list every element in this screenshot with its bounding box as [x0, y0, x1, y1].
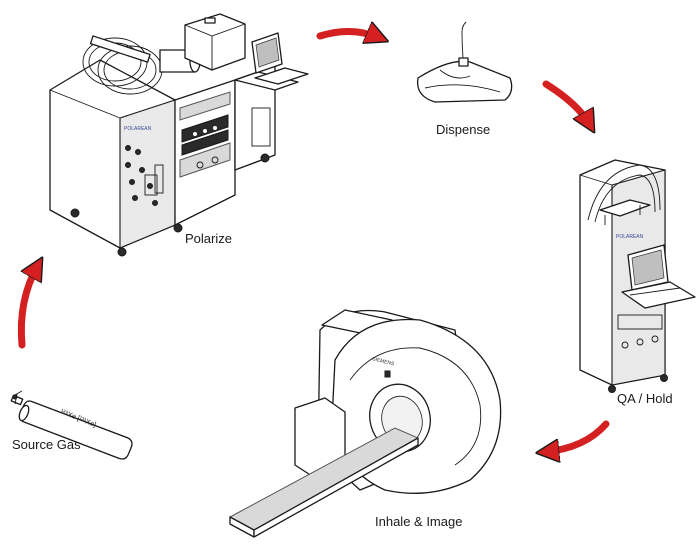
inhale-image-label: Inhale & Image: [375, 514, 462, 529]
arrow-qa-to-imaging: [545, 420, 610, 452]
arrow-source-to-polarize: [17, 265, 38, 349]
mri-scanner: SIEMENS: [228, 309, 502, 538]
polarizer-knobs: [125, 145, 164, 206]
arrow-polarize-to-dispense: [316, 31, 380, 38]
polarizer-monitor: [251, 32, 309, 85]
flow-arrows: [17, 31, 610, 452]
dispense-label: Dispense: [436, 122, 490, 137]
qa-hold-label: QA / Hold: [617, 391, 673, 406]
polarize-label: Polarize: [185, 231, 232, 246]
qa-monitor: [621, 244, 696, 309]
svg-text:POLAREAN: POLAREAN: [124, 126, 152, 132]
qa-hold-station: POLAREAN: [579, 159, 696, 393]
helmholtz-coils: [82, 35, 163, 95]
svg-text:SIEMENS: SIEMENS: [372, 356, 396, 367]
svg-text:POLAREAN: POLAREAN: [616, 234, 644, 240]
rack-modules: [179, 91, 231, 178]
gas-bag: [416, 21, 513, 103]
arrow-dispense-to-qa: [542, 80, 590, 125]
patient-couch: [228, 427, 420, 538]
polarizer-machine: POLAREAN: [49, 13, 309, 257]
source-gas-label: Source Gas: [12, 437, 81, 452]
